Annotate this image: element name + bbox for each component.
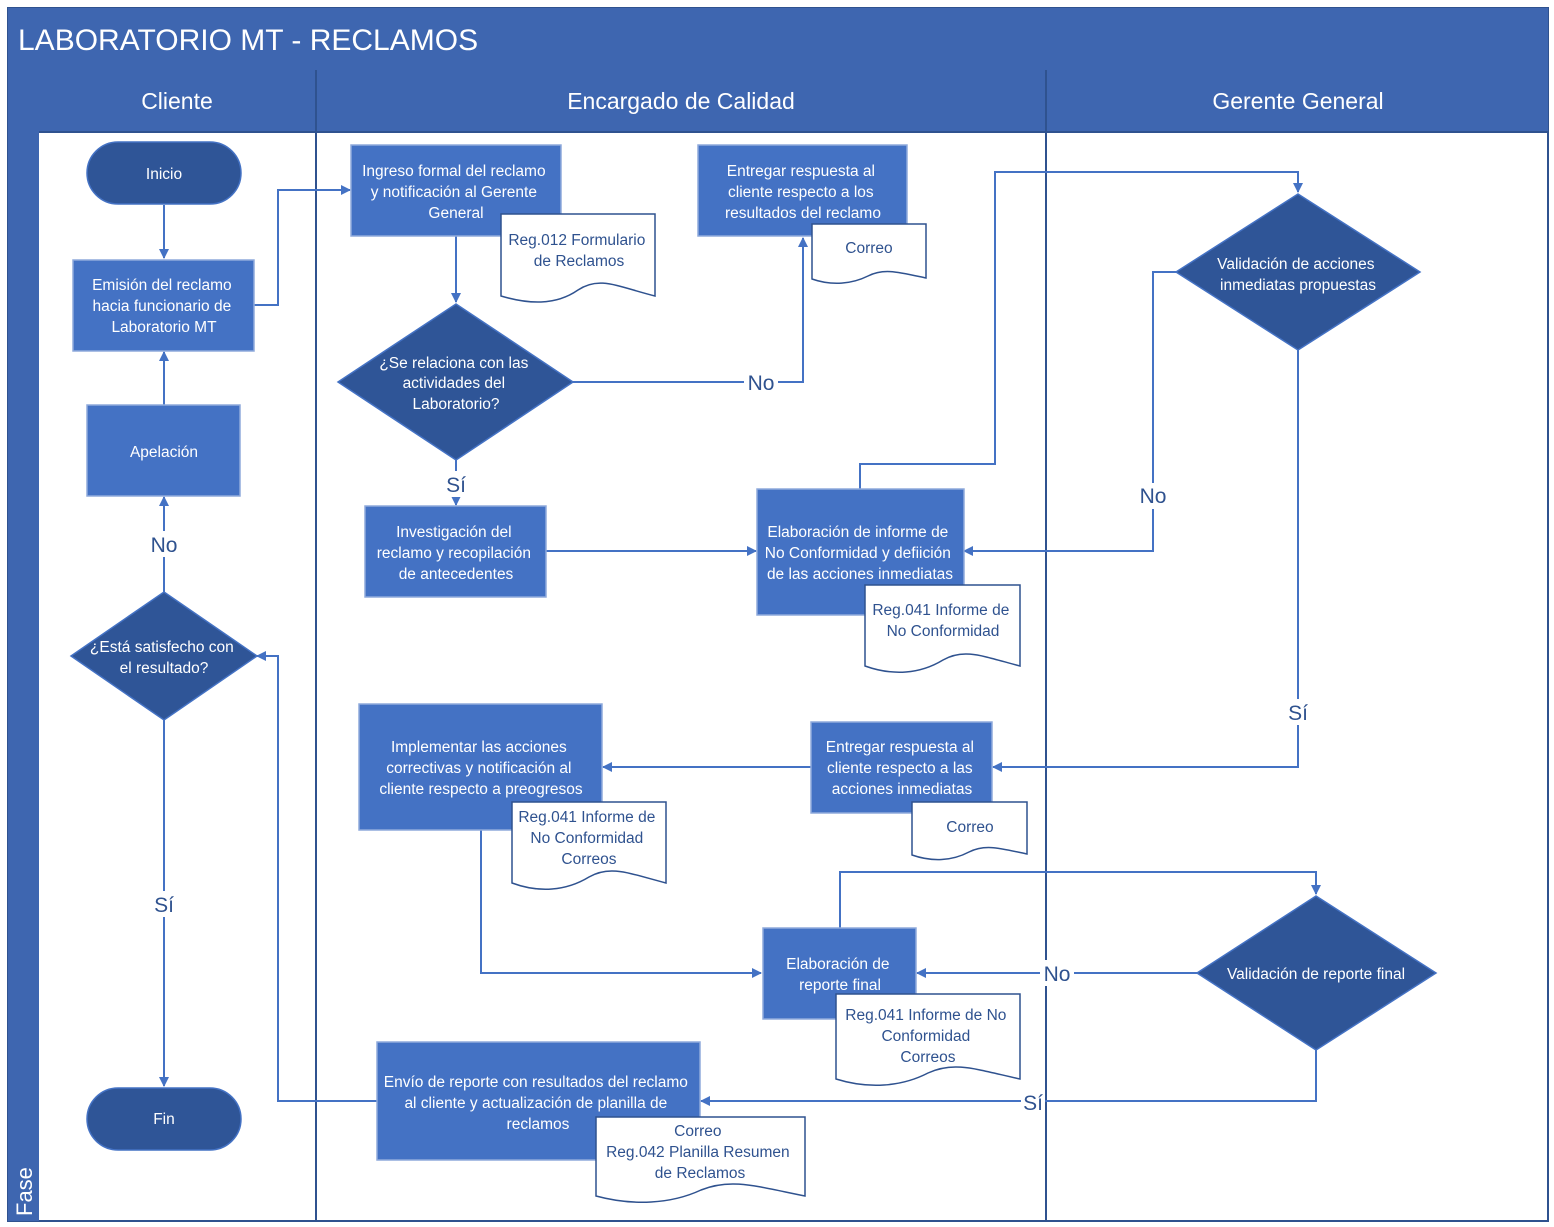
doc-reg041-a xyxy=(864,584,1021,673)
node-apelacion-label: Apelación xyxy=(130,444,198,461)
node-elaboracion-informe-label: Elaboración de informe de No Conformidad… xyxy=(765,524,955,583)
phase-bar xyxy=(8,70,39,1221)
label-no-acciones: No xyxy=(1140,485,1167,508)
node-investigacion-label: Investigación del reclamo y recopilación… xyxy=(377,524,536,583)
label-no-reporte: No xyxy=(1044,963,1071,986)
node-validacion-acciones-label: Validación de acciones inmediatas propue… xyxy=(1217,256,1379,294)
title-bar xyxy=(8,8,1548,70)
lane-title-gerente: Gerente General xyxy=(1212,88,1383,114)
node-fin xyxy=(86,1087,242,1151)
node-entregar-resultados xyxy=(697,144,908,237)
doc-reg041-a-label: Reg.041 Informe de No Conformidad xyxy=(872,602,1013,640)
flow-implementar-reporte xyxy=(480,830,762,978)
node-inicio-label: Inicio xyxy=(146,166,182,183)
lane-title-calidad: Encargado de Calidad xyxy=(567,88,795,114)
label-si-acciones: Sí xyxy=(1288,702,1308,725)
flow-validacion-reporte-si xyxy=(700,1050,1317,1106)
node-relaciona-label: ¿Se relaciona con las actividades del La… xyxy=(379,355,532,413)
flow-informe-validacion xyxy=(859,171,1303,489)
doc-correo-1-label: Correo xyxy=(845,240,892,257)
node-entregar-acciones-label: Entregar respuesta al cliente respecto a… xyxy=(826,739,979,798)
flow-reporte-validacion xyxy=(839,871,1321,928)
doc-reg041-b-label: Reg.041 Informe de No Conformidad Correo… xyxy=(518,809,659,868)
label-no-satisfecho: No xyxy=(151,534,178,557)
doc-reg041-b xyxy=(511,801,667,890)
doc-correo-1 xyxy=(811,223,927,284)
flow-validacion-no xyxy=(963,271,1176,556)
label-no-relaciona: No xyxy=(748,372,775,395)
lane-title-cliente: Cliente xyxy=(141,88,213,114)
label-si-reporte: Sí xyxy=(1023,1092,1043,1115)
node-validacion-reporte xyxy=(1195,895,1438,1051)
doc-reg041-c xyxy=(835,993,1021,1086)
flow-envio-satisfecho xyxy=(256,651,377,1102)
node-fin-label: Fin xyxy=(153,1111,175,1128)
lane-header-calidad xyxy=(316,70,1046,132)
node-satisfecho-label: ¿Está satisfecho con el resultado? xyxy=(90,639,238,677)
node-inicio xyxy=(86,141,242,205)
lane-header-gerente xyxy=(1046,70,1548,132)
doc-reg041-c-label: Reg.041 Informe de No Conformidad Correo… xyxy=(845,1007,1010,1066)
node-investigacion xyxy=(364,505,547,598)
node-implementar-label: Implementar las acciones correctivas y n… xyxy=(379,739,583,798)
node-entregar-acciones xyxy=(810,721,993,814)
phase-label: Fase xyxy=(12,1167,37,1216)
flow-emision-ingreso xyxy=(254,185,351,306)
doc-reg012 xyxy=(500,213,656,303)
label-si-relaciona: Sí xyxy=(446,474,466,497)
node-emision-label: Emisión del reclamo hacia funcionario de… xyxy=(92,277,236,336)
flow-relaciona-no xyxy=(573,237,808,383)
flow-validacion-si xyxy=(992,350,1299,772)
doc-correo-2 xyxy=(911,801,1028,861)
node-relaciona xyxy=(336,303,575,461)
node-envio-label: Envío de reporte con resultados del recl… xyxy=(384,1074,692,1133)
node-validacion-acciones xyxy=(1174,193,1422,351)
node-apelacion xyxy=(86,404,241,497)
doc-reg042-label: Correo Reg.042 Planilla Resumen de Recla… xyxy=(606,1123,794,1182)
node-emision xyxy=(72,259,255,352)
doc-correo-2-label: Correo xyxy=(946,819,993,836)
lane-header-cliente xyxy=(39,70,316,132)
node-satisfecho xyxy=(69,591,259,721)
node-elaboracion-reporte-label: Elaboración de reporte final xyxy=(786,956,894,994)
diagram-title: LABORATORIO MT - RECLAMOS xyxy=(18,24,478,57)
node-validacion-reporte-label: Validación de reporte final xyxy=(1227,966,1405,983)
doc-reg042 xyxy=(595,1116,806,1203)
doc-reg012-label: Reg.012 Formulario de Reclamos xyxy=(508,232,649,270)
node-entregar-resultados-label: Entregar respuesta al cliente respecto a… xyxy=(725,163,881,222)
label-si-satisfecho: Sí xyxy=(154,894,174,917)
node-ingreso-label: Ingreso formal del reclamo y notificació… xyxy=(362,163,550,222)
